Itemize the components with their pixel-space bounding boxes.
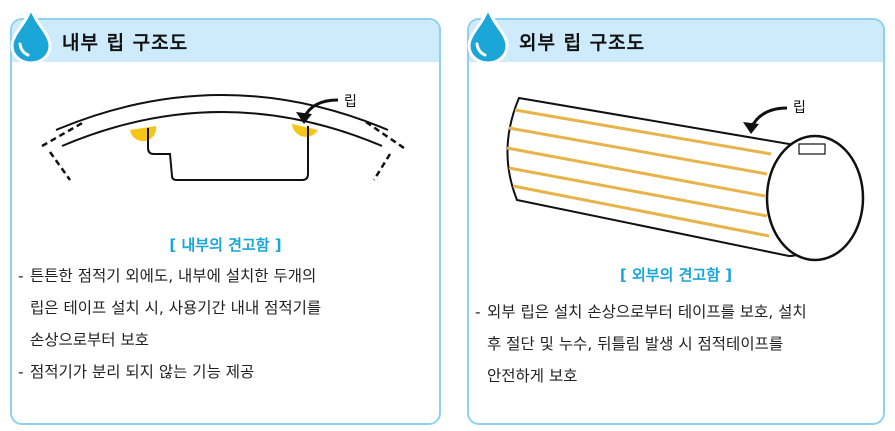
bullet-list: - 튼튼한 점적기 외에도, 내부에 설치한 두개의 립은 테이프 설치 시, … xyxy=(18,260,438,388)
rib-label: 립 xyxy=(793,100,806,116)
internal-rib-panel: 내부 립 구조도 립 [ 내부의 견고함 ] - 튼튼한 점적기 외에도, 내부… xyxy=(10,6,441,425)
bullet-list: - 외부 립은 설치 손상으로부터 테이프를 보호, 설치 후 절단 및 누수,… xyxy=(475,296,883,392)
panel-header: 외부 립 구조도 xyxy=(469,20,883,62)
internal-rib-diagram: 립 xyxy=(41,94,405,181)
external-rib-diagram: 립 xyxy=(506,96,865,262)
rib-right xyxy=(292,124,318,137)
water-drop-icon xyxy=(10,6,52,64)
section-subtitle: [ 내부의 견고함 ] xyxy=(169,236,282,254)
panel-header: 내부 립 구조도 xyxy=(12,20,439,62)
bullet-item: - 점적기가 분리 되지 않는 기능 제공 xyxy=(18,363,255,381)
section-subtitle: [ 외부의 견고함 ] xyxy=(619,266,733,284)
panel-title: 내부 립 구조도 xyxy=(62,32,189,54)
bullet-item: - 외부 립은 설치 손상으로부터 테이프를 보호, 설치 후 절단 및 누수,… xyxy=(475,303,807,385)
panel-title: 외부 립 구조도 xyxy=(519,32,646,54)
rib-label: 립 xyxy=(344,94,357,110)
rib-left xyxy=(130,126,157,142)
bullet-item: - 튼튼한 점적기 외에도, 내부에 설치한 두개의 립은 테이프 설치 시, … xyxy=(18,267,322,349)
external-rib-panel: 외부 립 구조도 립 [ 외부의 견고함 ] - 외부 립은 설치 손상으로부터… xyxy=(467,6,885,425)
water-drop-icon xyxy=(467,6,509,64)
